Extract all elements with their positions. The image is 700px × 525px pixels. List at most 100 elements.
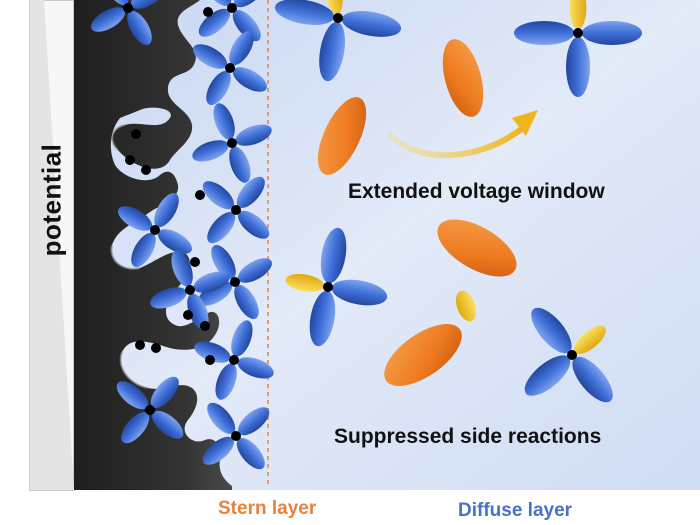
adsorbed-atom [195,190,205,200]
orange-ion [384,323,462,387]
stern-ion-cluster [202,176,270,244]
blue-ion [524,355,571,396]
ions-layer [91,0,642,470]
blue-ion [229,31,254,66]
stern-ion-cluster [150,250,230,330]
orange-ion [317,97,367,175]
orange-ion [442,39,484,117]
blue-ion [231,320,253,357]
center-atom [185,285,195,295]
stern-ion-cluster [202,402,270,470]
blue-ion [171,250,193,287]
yellow-ion [324,0,343,15]
blue-ion [319,21,346,82]
blue-ion [207,211,236,244]
stern-ion-cluster [198,245,272,319]
adsorbed-atom [190,257,200,267]
stern-layer-label: Stern layer [218,498,317,519]
center-atom [231,205,241,215]
orange-ion [437,219,517,277]
yellow-ion [455,290,477,322]
stern-ion-cluster [198,0,266,42]
adsorbed-atom [125,155,135,165]
center-atom [230,277,240,287]
blue-ion [232,9,261,42]
ion-cluster [274,0,402,82]
stern-ion-cluster [193,31,267,105]
adsorbed-atom [200,321,210,331]
blue-ion [274,0,335,26]
blue-ion [582,21,642,45]
stern-ion-cluster [91,0,165,45]
blue-ion [131,232,156,267]
suppressed-side-reactions-label: Suppressed side reactions [334,425,602,448]
yellow-ion [569,0,587,29]
center-atom [567,350,577,360]
blue-ion [320,227,347,284]
adsorbed-atom [141,165,151,175]
center-atom [573,28,583,38]
blue-ion [237,357,274,379]
blue-ion [127,10,152,45]
blue-ion [198,8,231,37]
ion-cluster [524,307,613,403]
blue-ion [237,258,272,283]
center-atom [150,225,160,235]
blue-ion [341,10,402,37]
center-atom [145,405,155,415]
ion-cluster [514,0,642,97]
blue-ion [309,290,336,347]
blue-ion [121,411,150,444]
blue-ion [207,402,236,435]
blue-ion [234,284,259,319]
blue-ion [229,146,251,183]
porous-electrode [74,0,232,490]
blue-ion [118,206,153,231]
curved-arrow-head [512,110,538,136]
blue-ion [150,376,179,409]
extended-voltage-window-label: Extended voltage window [348,180,605,203]
blue-ion [206,70,231,105]
blue-ion [235,124,272,146]
blue-ion [193,44,228,69]
center-atom [323,282,333,292]
blue-ion [514,21,574,45]
blue-ion [531,307,572,354]
pore-edge [110,124,149,389]
adsorbed-atom [205,355,215,365]
potential-bar-shade [30,0,74,490]
curved-arrow [387,127,523,159]
adsorbed-atom [151,343,161,353]
potential-label: potential [36,143,67,257]
blue-ion [232,67,267,92]
blue-ion [237,210,270,239]
blue-ion [566,37,590,97]
stern-ion-cluster [118,193,192,267]
adsorbed-atom [203,7,213,17]
center-atom [333,13,343,23]
diffuse-layer-label: Diffuse layer [458,500,573,521]
center-atom [225,63,235,73]
blue-ion [202,181,235,210]
adsorbed-atom [183,310,193,320]
center-atom [227,3,237,13]
blue-ion [237,407,270,436]
blue-ion [198,281,233,306]
yellow-ion [285,273,325,292]
blue-ion [194,341,231,363]
stern-ion-cluster [194,320,274,400]
blue-ion [202,436,235,465]
blue-ion [150,287,187,309]
blue-ion [236,176,265,209]
stern-ion-cluster [116,376,184,444]
blue-ion [157,229,192,254]
blue-ion [572,356,613,403]
blue-ion [91,7,126,32]
center-atom [229,355,239,365]
blue-ion [215,363,237,400]
blue-ion [151,410,184,439]
blue-ion [193,271,230,293]
blue-ion [236,437,265,470]
stern-ion-cluster [192,103,272,183]
